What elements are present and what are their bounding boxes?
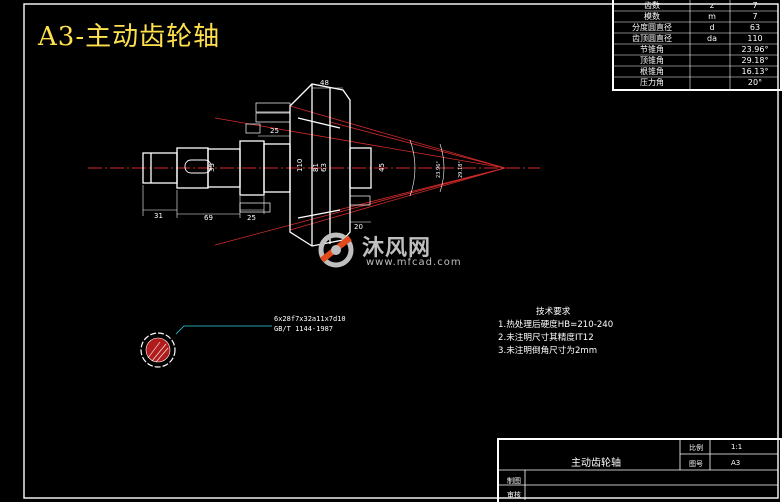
scale-label: 比例 [689,444,703,452]
param-value: 7 [752,12,758,21]
watermark-url: www.mfcad.com [366,257,462,268]
dim-81: 81 [312,163,320,172]
dim-35: 35 [208,163,216,172]
drawing-no-value: A3 [731,459,741,467]
param-name: 根锥角 [640,67,664,76]
param-symbol: da [707,34,717,43]
param-row: 压力角 20° [614,77,780,88]
dim-48: 48 [320,79,329,87]
param-symbol: d [709,23,715,32]
dim-110: 110 [296,159,304,172]
part-name: 主动齿轮轴 [571,458,621,469]
drawing-no-label: 图号 [689,460,703,468]
param-value: 23.96° [741,45,769,54]
gdt-frames [239,102,371,213]
param-name: 分度圆直径 [632,23,672,32]
param-value: 63 [749,23,761,32]
dim-31: 31 [154,212,163,220]
dim-25-top: 25 [270,127,279,135]
param-value: 7 [752,1,758,10]
pitch-cone-lines [214,105,506,246]
border-frame [23,3,779,499]
spline-spec: 6x28f7x32a11x7d10 [274,315,346,323]
drawing-title: A3-主动齿轮轴 [38,22,221,52]
check-label: 审核 [507,491,521,499]
param-symbol: m [708,12,716,21]
gear-parameter-table: 齿数 z 7 模数 m 7 分度圆直径 d 63 齿顶圆直径 da 110 节锥… [612,0,782,91]
dim-69: 69 [204,214,213,222]
param-name: 顶锥角 [640,56,664,65]
tech-heading: 技术要求 [536,307,571,317]
param-row: 分度圆直径 d 63 [614,22,780,33]
spline-annotation: 6x28f7x32a11x7d10 GB/T 1144-1987 [274,314,346,334]
param-row: 顶锥角 29.18° [614,55,780,66]
param-name: 压力角 [640,78,664,87]
watermark: 沐风网 www.mfcad.com [316,230,476,272]
param-symbol: z [709,1,715,10]
param-name: 齿顶圆直径 [632,34,672,43]
watermark-logo-icon [318,232,354,268]
dim-angle-1: 29.18° [458,161,464,178]
dimension-lines [142,87,445,223]
spline-section [140,325,272,368]
tech-item: 2.未注明尺寸其精度IT12 [498,333,594,343]
watermark-text: 沐风网 [362,236,432,261]
tech-item: 3.未注明倒角尺寸为2mm [498,346,598,356]
param-row: 模数 m 7 [614,11,780,22]
param-row: 齿顶圆直径 da 110 [614,33,780,44]
dim-angle-2: 23.96° [436,161,442,178]
draw-label: 制图 [507,477,521,485]
param-table-lines [612,0,778,89]
param-row: 齿数 z 7 [614,0,780,11]
dim-25-bottom: 25 [247,214,256,222]
dim-63: 63 [320,163,328,172]
dim-20: 20 [354,223,363,231]
param-value: 20° [747,78,763,87]
scale-value: 1:1 [731,443,743,451]
title-block: 主动齿轮轴 比例 1:1 图号 A3 制图 审核 [497,438,782,502]
param-name: 齿数 [644,1,660,10]
tech-item: 1.热处理后硬度HB=210-240 [498,320,614,330]
param-name: 模数 [644,12,660,21]
spline-standard: GB/T 1144-1987 [274,325,334,333]
shaft-outline [142,83,372,247]
technical-requirements: 技术要求 1.热处理后硬度HB=210-240 2.未注明尺寸其精度IT12 3… [498,306,613,358]
dim-45: 45 [378,163,386,172]
title-block-lines [497,438,778,500]
param-row: 节锥角 23.96° [614,44,780,55]
param-row: 根锥角 16.13° [614,66,780,77]
param-value: 110 [747,34,763,43]
keyway [184,159,212,174]
param-name: 节锥角 [640,45,664,54]
param-value: 29.18° [741,56,769,65]
param-value: 16.13° [741,67,769,76]
